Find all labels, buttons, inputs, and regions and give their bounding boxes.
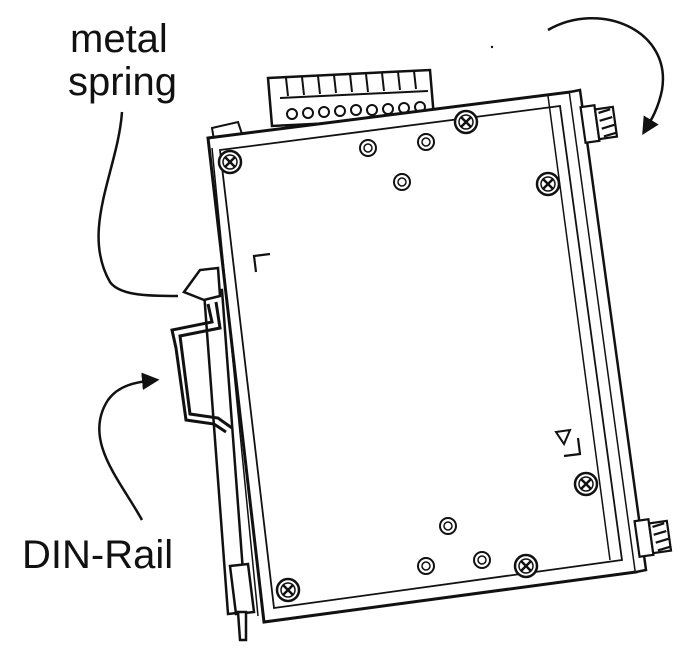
- phillips-screw-icon: [535, 171, 561, 197]
- metal-spring: [182, 266, 222, 302]
- din-rail-profile: [170, 301, 233, 434]
- metal-spring-label-line1: metal: [70, 17, 168, 61]
- din-rail-label: DIN-Rail: [22, 533, 173, 577]
- antenna-connector-icon: [633, 517, 673, 559]
- phillips-screw-icon: [453, 109, 479, 135]
- phillips-screw-icon: [217, 149, 243, 175]
- mounting-hole: [439, 517, 457, 535]
- mounting-hole: [359, 139, 377, 157]
- mounting-hole: [417, 133, 435, 151]
- phillips-screw-icon: [573, 471, 599, 497]
- corner-mark-top: [252, 252, 271, 273]
- curved-pointer-arrow-icon: [97, 372, 160, 521]
- phillips-screw-icon: [513, 553, 539, 579]
- warning-triangle-icon: [554, 428, 572, 447]
- curved-rotate-arrow-icon: [547, 16, 665, 136]
- mounting-hole: [393, 173, 411, 191]
- speck: [490, 45, 494, 49]
- device-housing: [206, 88, 648, 624]
- corner-mark-bottom: [563, 437, 582, 458]
- terminal-block-connector: [266, 68, 436, 128]
- antenna-connector-icon: [579, 103, 619, 145]
- mounting-hole: [417, 557, 435, 575]
- metal-spring-label-line2: spring: [68, 60, 177, 104]
- spring-callout-line: [97, 111, 179, 298]
- mounting-hole: [473, 551, 491, 569]
- phillips-screw-icon: [275, 577, 301, 603]
